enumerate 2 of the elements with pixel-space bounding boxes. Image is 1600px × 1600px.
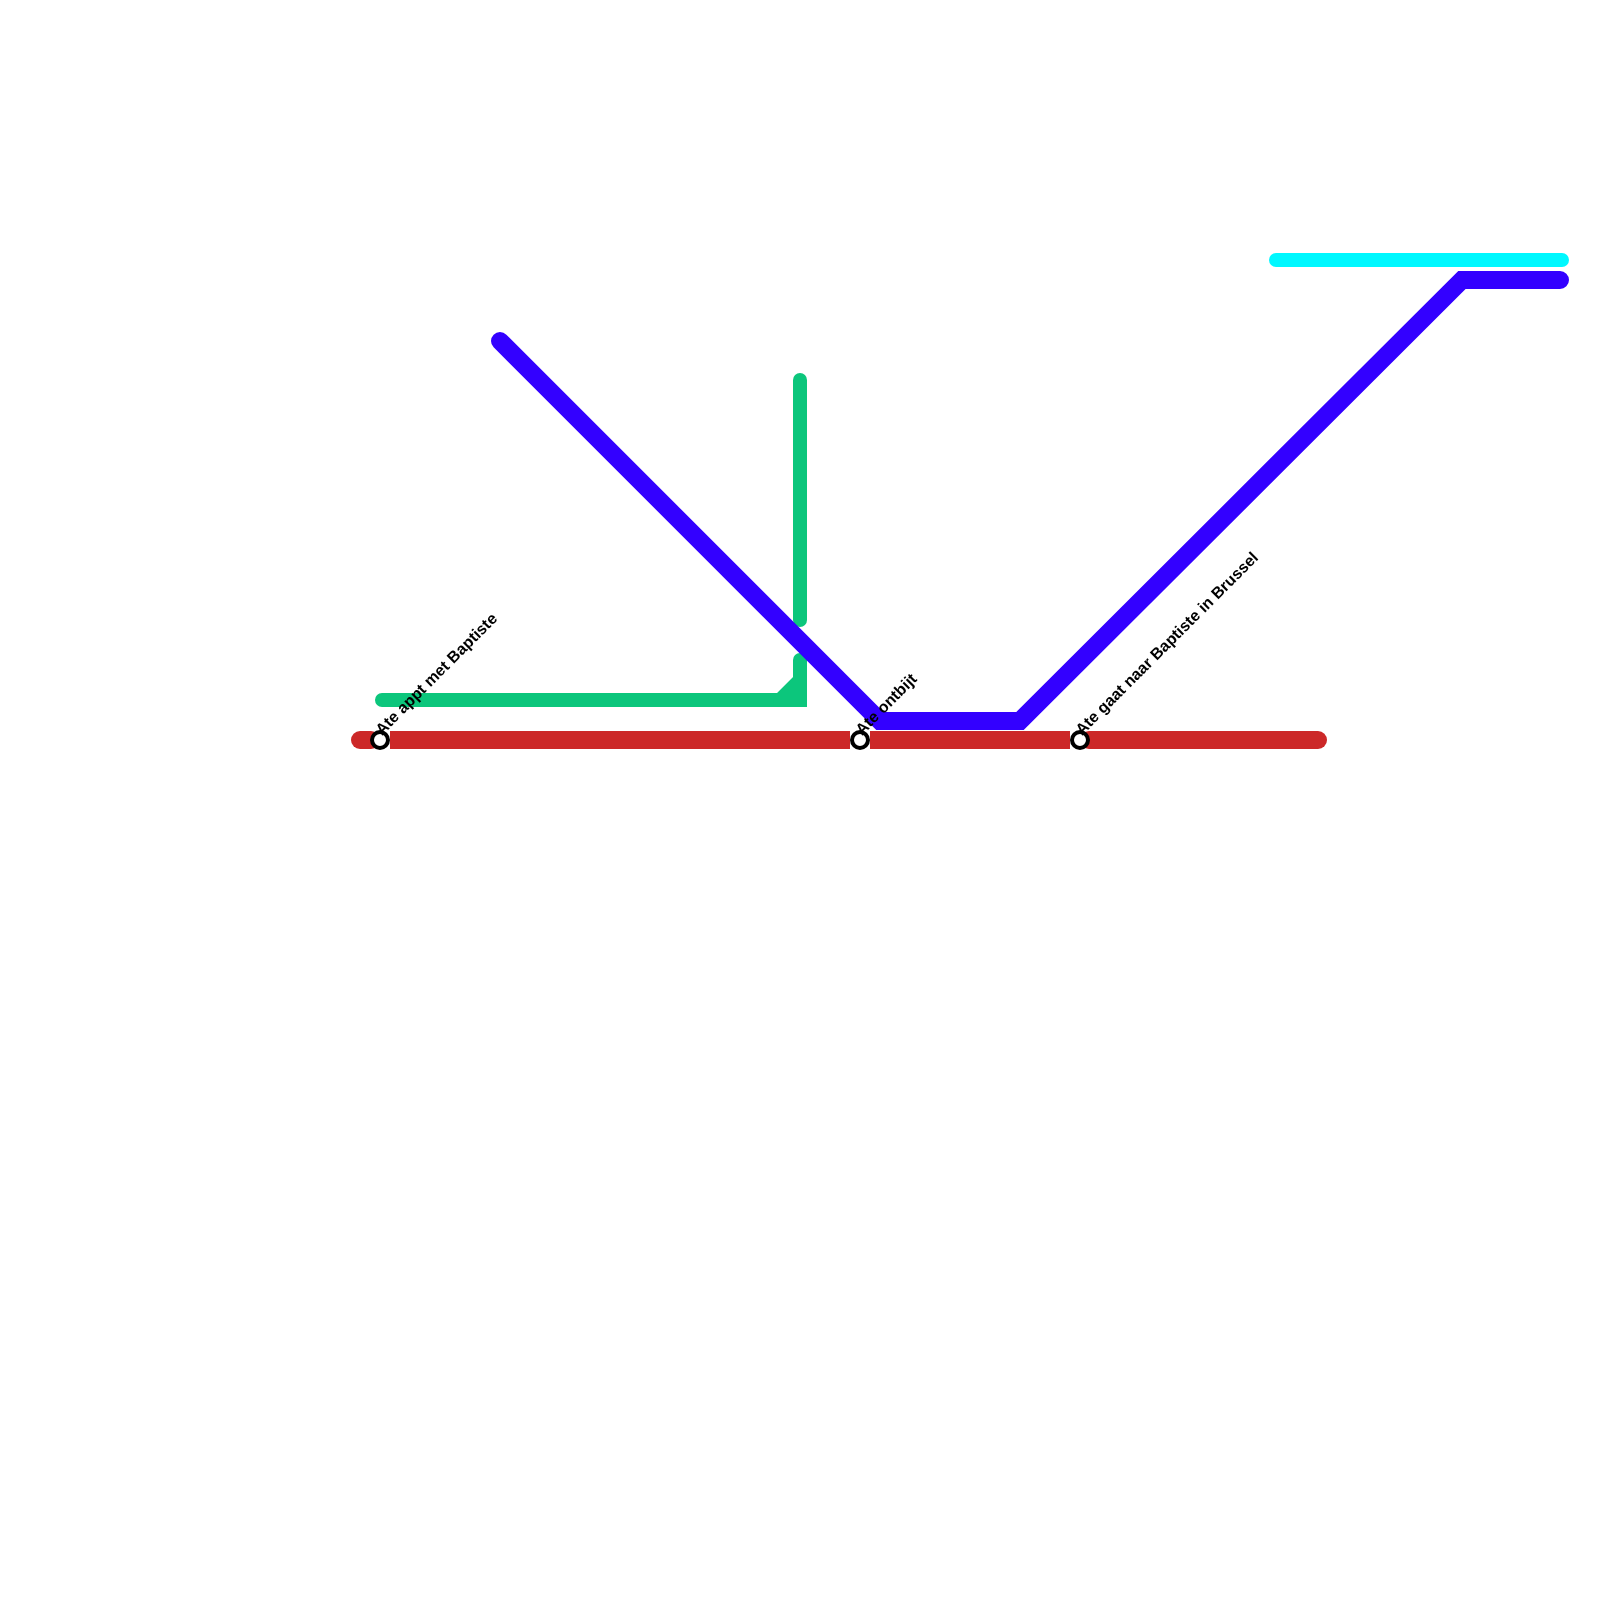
metro-line-segment [390, 731, 850, 749]
metro-line-segment [870, 731, 1070, 749]
